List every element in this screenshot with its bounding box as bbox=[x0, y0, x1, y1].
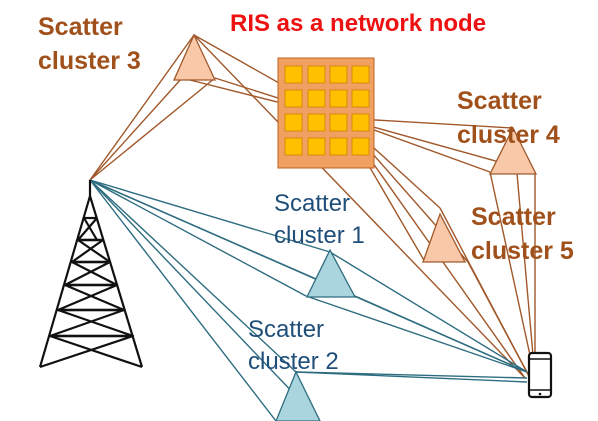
scatter-cluster-2-triangle bbox=[275, 370, 321, 421]
scatter-cluster-2-line1: Scatter bbox=[248, 316, 325, 343]
scatter-cluster-3-triangle bbox=[172, 33, 217, 81]
scatter-cluster-4-triangle bbox=[488, 126, 538, 175]
base-station-tower-icon bbox=[38, 180, 144, 369]
scatter-cluster-4-line1: Scatter bbox=[457, 87, 542, 115]
scatter-cluster-4-label: Scatter cluster 4 bbox=[457, 84, 560, 152]
blue-paths bbox=[89, 179, 528, 421]
scatter-cluster-1-label: Scatter cluster 1 bbox=[274, 188, 365, 252]
scatter-cluster-1-line2: cluster 1 bbox=[274, 222, 365, 249]
scatter-cluster-1-line1: Scatter bbox=[274, 190, 351, 217]
ris-panel-icon bbox=[277, 57, 375, 169]
scatter-cluster-3-line1: Scatter bbox=[38, 13, 123, 41]
smartphone-icon bbox=[527, 351, 553, 399]
scatter-cluster-2-line2: cluster 2 bbox=[248, 348, 339, 375]
scatter-cluster-5-triangle bbox=[422, 212, 467, 263]
scatter-cluster-3-label: Scatter cluster 3 bbox=[38, 10, 141, 78]
scatter-cluster-5-label: Scatter cluster 5 bbox=[471, 200, 574, 268]
diagram-title: RIS as a network node bbox=[230, 10, 487, 37]
scatter-cluster-1-triangle bbox=[305, 248, 357, 298]
scatter-cluster-2-label: Scatter cluster 2 bbox=[248, 314, 339, 378]
scatter-cluster-4-line2: cluster 4 bbox=[457, 121, 560, 149]
scatter-cluster-3-line2: cluster 3 bbox=[38, 47, 141, 75]
scatter-cluster-5-line2: cluster 5 bbox=[471, 237, 574, 265]
scatter-cluster-5-line1: Scatter bbox=[471, 203, 556, 231]
